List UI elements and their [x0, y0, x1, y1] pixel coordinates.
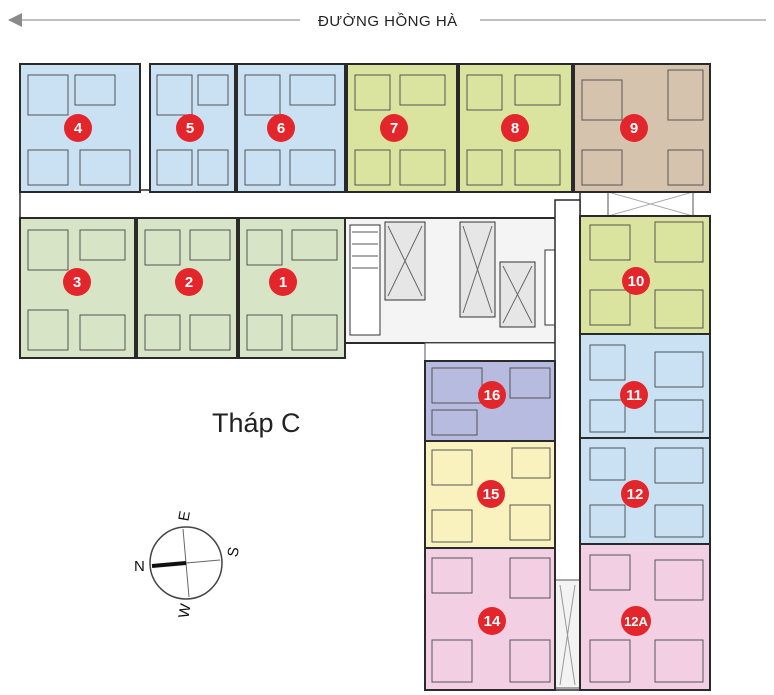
- compass-n: N: [134, 558, 145, 575]
- unit-marker: [478, 607, 506, 635]
- unit-3[interactable]: 3: [19, 217, 136, 359]
- unit-marker: [64, 114, 92, 142]
- unit-6[interactable]: 6: [236, 63, 346, 193]
- unit-label-2: 2: [185, 274, 193, 291]
- unit-label-5: 5: [186, 120, 194, 137]
- unit-label-7: 7: [390, 120, 398, 137]
- unit-marker: [269, 268, 297, 296]
- unit-label-6: 6: [277, 120, 285, 137]
- unit-11[interactable]: 11: [579, 333, 711, 439]
- arrow-left-icon: [8, 13, 22, 27]
- unit-label-12: 12: [627, 486, 644, 503]
- unit-label-1: 1: [279, 274, 287, 291]
- unit-9[interactable]: 9: [573, 63, 711, 193]
- tower-name: Tháp C: [212, 408, 301, 438]
- unit-15[interactable]: 15: [424, 440, 556, 549]
- unit-label-11: 11: [626, 387, 642, 404]
- unit-16[interactable]: 16: [424, 360, 556, 442]
- unit-5[interactable]: 5: [149, 63, 236, 193]
- unit-marker: [380, 114, 408, 142]
- unit-label-15: 15: [483, 486, 500, 503]
- unit-label-4: 4: [74, 120, 83, 137]
- unit-marker: [477, 480, 505, 508]
- unit-marker: [620, 381, 648, 409]
- unit-label-8: 8: [511, 120, 519, 137]
- building-core: [19, 63, 694, 691]
- unit-label-10: 10: [628, 273, 645, 290]
- unit-12[interactable]: 12: [579, 437, 711, 545]
- unit-marker: [620, 114, 648, 142]
- unit-marker: [176, 114, 204, 142]
- unit-marker: [501, 114, 529, 142]
- unit-10[interactable]: 10: [579, 215, 711, 335]
- unit-marker: [621, 606, 651, 636]
- unit-7[interactable]: 7: [346, 63, 458, 193]
- unit-8[interactable]: 8: [458, 63, 573, 193]
- unit-label-16: 16: [484, 387, 501, 404]
- street-name: ĐƯỜNG HỒNG HÀ: [318, 12, 458, 30]
- unit-marker: [63, 268, 91, 296]
- unit-label-12a: 12A: [624, 614, 648, 629]
- unit-12a[interactable]: 12A: [579, 543, 711, 691]
- unit-2[interactable]: 2: [136, 217, 238, 359]
- unit-marker: [175, 268, 203, 296]
- compass-w: W: [175, 602, 194, 620]
- compass-s: S: [224, 546, 242, 559]
- unit-marker: [267, 114, 295, 142]
- unit-14[interactable]: 14: [424, 547, 556, 691]
- unit-1[interactable]: 1: [238, 217, 346, 359]
- unit-marker: [478, 381, 506, 409]
- unit-label-14: 14: [484, 613, 501, 630]
- unit-label-3: 3: [73, 274, 81, 291]
- unit-marker: [622, 267, 650, 295]
- unit-4[interactable]: 4: [19, 63, 141, 193]
- street-header: ĐƯỜNG HỒNG HÀ: [8, 12, 766, 30]
- unit-marker: [621, 480, 649, 508]
- unit-label-9: 9: [630, 120, 638, 137]
- compass-icon: N E S W: [134, 510, 243, 620]
- compass-e: E: [175, 510, 193, 523]
